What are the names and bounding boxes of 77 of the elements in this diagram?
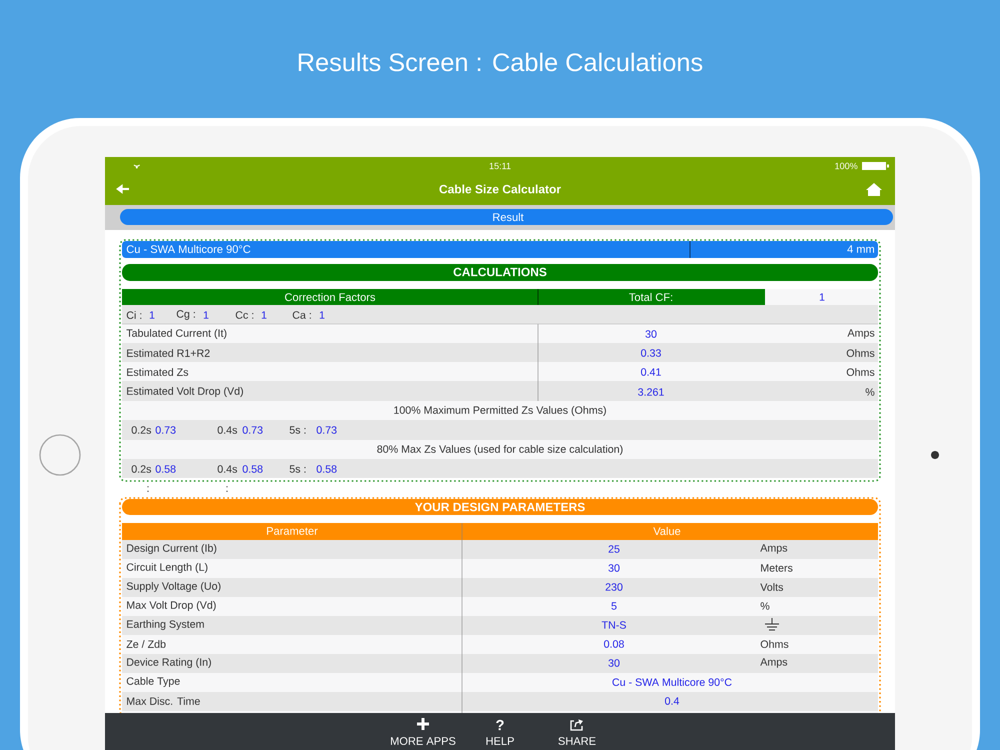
section-heading: YOUR DESIGN PARAMETERS <box>414 502 585 512</box>
value-text: 0.58 <box>156 465 176 473</box>
tab-label: MORE APPS <box>391 737 456 745</box>
value-text: 0.4 <box>665 697 680 705</box>
row-label: Supply Voltage (Uo) <box>126 582 220 592</box>
unit-text: Amps <box>760 544 788 554</box>
unit-text: Ohms <box>846 349 874 357</box>
battery-percent: 100% <box>835 162 858 170</box>
factor-label: Cg : <box>176 310 195 320</box>
row-label: Ze / Zdb <box>126 640 166 648</box>
time-label: 0.2s <box>132 426 152 434</box>
section-heading: CALCULATIONS <box>454 268 546 276</box>
time-label: 0.4s <box>218 465 238 473</box>
unit-text: Ohms <box>846 368 874 376</box>
column-header: Parameter <box>267 527 318 535</box>
screen-title: Cable Size Calculator <box>439 184 561 194</box>
value-text: 230 <box>606 583 622 591</box>
value-text: 0.73 <box>242 426 263 434</box>
value-text: 30 <box>608 659 620 667</box>
unit-text: Meters <box>761 564 792 572</box>
value-text: 0.73 <box>156 426 176 434</box>
row-label: Cable Type <box>126 677 180 687</box>
row-label: Earthing System <box>127 620 204 630</box>
value-text: 1 <box>150 311 154 319</box>
colon-text: : <box>226 486 228 492</box>
factor-label: Ci : <box>126 311 142 319</box>
row-label: Estimated Volt Drop (Vd) <box>127 387 243 397</box>
tab-label: SHARE <box>558 737 596 745</box>
column-header: Total CF: <box>629 292 672 302</box>
time-label: 5s : <box>290 426 306 434</box>
status-time: 15:11 <box>490 162 511 170</box>
cable-type-text: Cu - SWA Multicore 90°C <box>126 244 250 254</box>
value-text: 30 <box>608 564 620 572</box>
row-label: Tabulated Current (It) <box>126 329 226 339</box>
value-text: 3.261 <box>638 388 664 396</box>
column-header: Correction Factors <box>285 292 376 302</box>
value-text: 1 <box>320 311 324 319</box>
result-bar-text: Result <box>493 212 524 222</box>
value-text: 1 <box>262 311 266 319</box>
row-label: Design Current (Ib) <box>127 544 216 554</box>
value-text: 30 <box>645 330 657 338</box>
time-label: 5s : <box>290 465 306 473</box>
value-text: TN-S <box>602 621 626 629</box>
unit-text: Ohms <box>760 640 788 648</box>
row-label: Estimated Zs <box>127 368 188 376</box>
value-text: Cu - SWA Multicore 90°C <box>612 678 732 686</box>
unit-text: % <box>760 602 770 610</box>
value-text: 5 <box>611 602 617 610</box>
row-label: Max Disc. Time <box>127 697 200 705</box>
unit-text: % <box>866 388 874 396</box>
value-text: 0.33 <box>641 349 661 357</box>
value-text: 0.58 <box>316 465 337 473</box>
value-text: 0.41 <box>641 368 661 376</box>
value-text: 0.73 <box>316 426 337 434</box>
row-label: Circuit Length (L) <box>126 563 208 573</box>
cable-size-text: 4 mm <box>847 245 874 253</box>
factor-label: Cc : <box>236 311 254 319</box>
value-text: 1 <box>204 311 208 319</box>
value-text: 0.58 <box>242 465 263 473</box>
help-icon: ? <box>496 720 504 730</box>
unit-text: Volts <box>760 583 784 591</box>
unit-text: Amps <box>760 658 788 668</box>
title: Results Screen : Cable Calculations <box>298 52 702 72</box>
value-text: 1 <box>820 293 824 301</box>
column-header: Value <box>653 526 680 536</box>
row-heading: 80% Max Zs Values (used for cable size calculation) <box>377 445 622 455</box>
value-text: 0.08 <box>604 640 624 648</box>
tab-label: HELP <box>486 737 514 745</box>
unit-text: Amps <box>848 329 874 339</box>
row-heading: 100% Maximum Permitted Zs Values (Ohms) <box>394 406 606 416</box>
value-text: 25 <box>608 545 620 553</box>
row-label: Estimated R1+R2 <box>127 349 210 357</box>
row-label: Max Volt Drop (Vd) <box>127 601 216 611</box>
factor-label: Ca : <box>292 311 311 319</box>
time-label: 0.2s <box>132 465 152 473</box>
row-label: Device Rating (In) <box>127 658 211 668</box>
time-label: 0.4s <box>218 426 238 434</box>
